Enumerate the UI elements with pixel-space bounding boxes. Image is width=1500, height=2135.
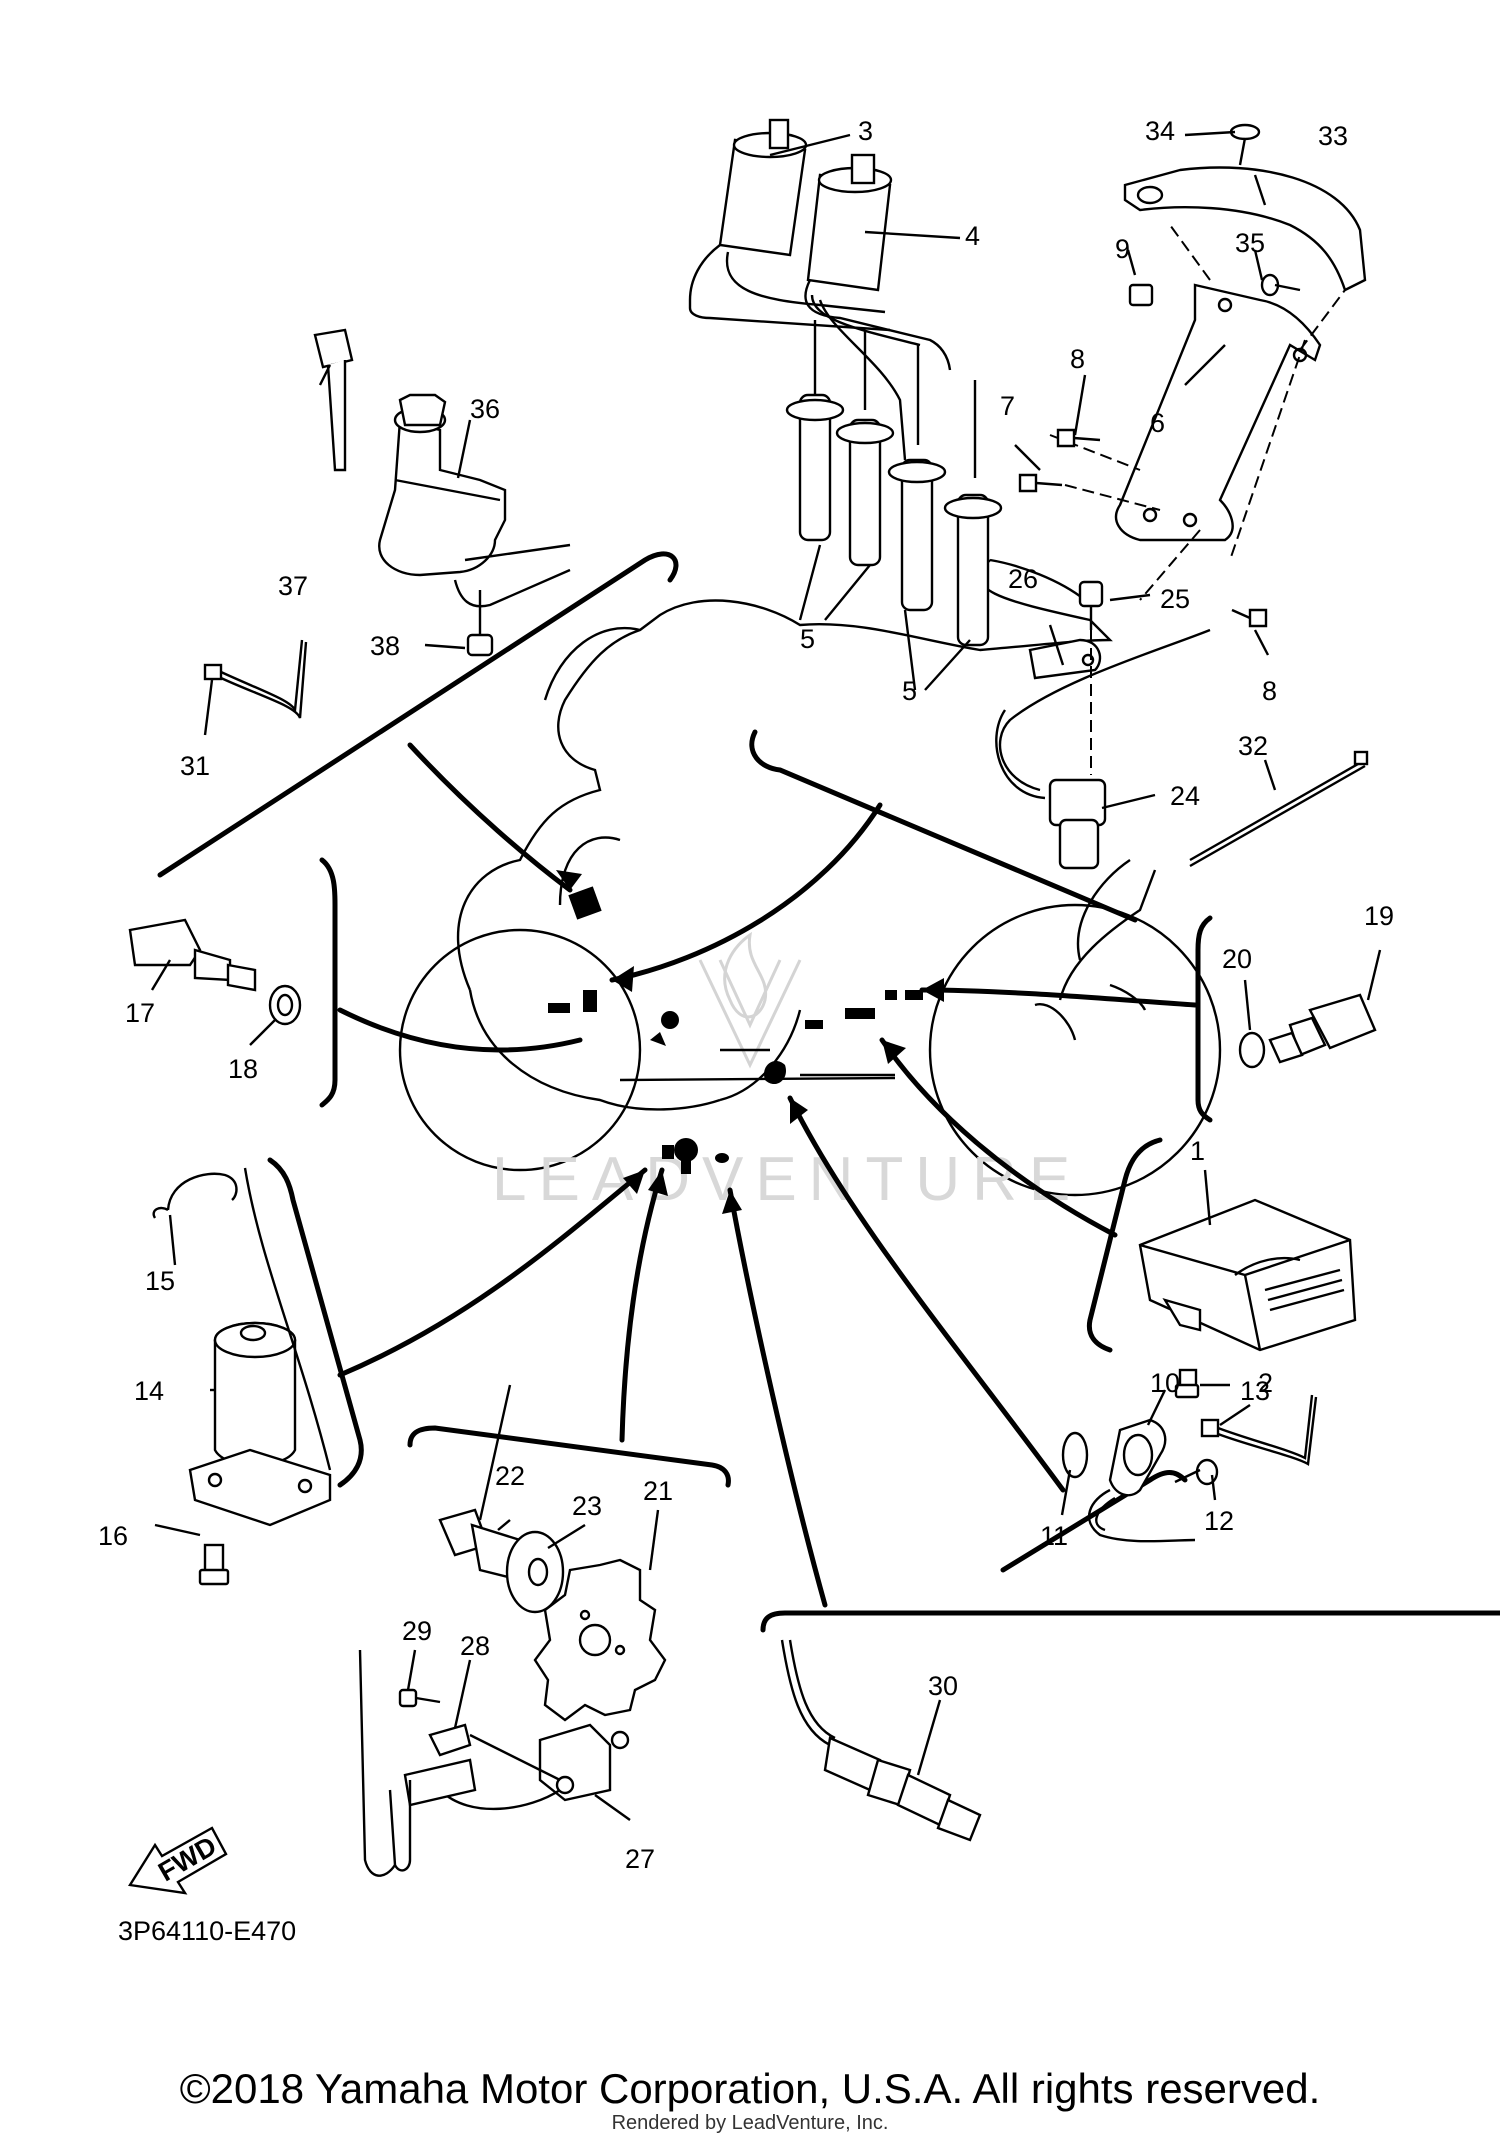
callout-6: 6 [1150,408,1165,438]
watermark-text: LEADVENTURE [492,1145,1082,1214]
callout-31: 31 [180,751,210,781]
callout-27: 27 [625,1844,655,1874]
callout-7: 7 [1000,391,1015,421]
main-switch-36 [378,393,571,608]
sensor-10 [1088,1418,1196,1543]
callout-38: 38 [370,631,400,661]
callout-8b: 8 [1262,676,1277,706]
fwd-arrow-icon: FWD [128,1826,228,1895]
callout-14: 14 [134,1376,164,1406]
hose-14 [243,1167,332,1471]
rendered-by-notice: Rendered by LeadVenture, Inc. [611,2112,889,2134]
callout-9: 9 [1115,234,1130,264]
bolt-38 [466,590,494,657]
callout-30: 30 [928,1671,958,1701]
bracket-6 [1049,224,1346,601]
ignition-coil-3 [688,118,891,332]
screw-29 [398,1688,441,1708]
callout-20: 20 [1222,944,1252,974]
bolt-25 [1078,580,1104,775]
cable-tie-31 [203,639,308,719]
callout-labels: 1 2 3 4 5 5 6 7 8 8 9 10 11 12 13 14 15 … [98,116,1394,1874]
diagram-code: 3P64110-E470 [118,1916,296,1946]
callout-33: 33 [1318,121,1348,151]
group-brackets [157,551,1500,1633]
collar-9 [1128,283,1154,307]
callout-17: 17 [125,998,155,1028]
sensor-27 [358,1649,630,1877]
callout-26: 26 [1008,564,1038,594]
callout-34: 34 [1145,116,1175,146]
callout-25: 25 [1160,584,1190,614]
bolt-12 [1174,1458,1219,1486]
callout-13: 13 [1240,1376,1270,1406]
sensor-24 [995,628,1211,870]
callout-leaders [150,130,1382,1821]
callout-8a: 8 [1070,344,1085,374]
ecu-1 [1138,1198,1357,1352]
sensor-17 [128,918,257,992]
callout-12: 12 [1204,1506,1234,1536]
screw-35 [1260,273,1301,297]
cable-tie-32 [1189,750,1369,868]
gasket-18 [268,984,302,1026]
callout-28: 28 [460,1631,490,1661]
sensor-19 [1268,993,1377,1064]
watermark-logo: LEADVENTURE [492,931,1082,1214]
callout-19: 19 [1364,901,1394,931]
callout-21: 21 [643,1476,673,1506]
callout-16: 16 [98,1521,128,1551]
screw-34 [1229,123,1261,166]
bolt-2 [1174,1368,1200,1399]
callout-1: 1 [1190,1136,1205,1166]
callout-11: 11 [1040,1521,1068,1551]
motorcycle-outline [398,558,1222,1197]
callout-4: 4 [965,221,980,251]
callout-15: 15 [145,1266,175,1296]
o2-sensor-30 [780,1639,982,1842]
copyright-notice: ©2018 Yamaha Motor Corporation, U.S.A. A… [179,2065,1321,2112]
cable-tie-13 [1200,1394,1318,1466]
washer-23 [505,1530,565,1614]
bolt-16 [198,1543,230,1586]
callout-5b: 5 [902,676,917,706]
callout-29: 29 [402,1616,432,1646]
callout-10: 10 [1150,1368,1180,1398]
rotor-21 [533,1558,667,1722]
callout-22: 22 [495,1461,525,1491]
spark-plug-caps-5 [785,320,1003,647]
callout-23: 23 [572,1491,602,1521]
callout-35: 35 [1235,228,1265,258]
servo-14 [188,1321,332,1527]
callout-37: 37 [278,571,308,601]
o-ring-11 [1061,1431,1089,1479]
leader-lines [337,742,1198,1608]
ignition-coil-4 [804,153,952,461]
cover-33 [1123,166,1367,292]
callout-3: 3 [858,116,873,146]
fwd-label: FWD [153,1831,221,1888]
washer-20 [1238,1031,1266,1069]
callout-2: 2 [1258,1368,1273,1398]
terminal-28 [428,1723,472,1757]
callout-36: 36 [470,394,500,424]
callout-32: 32 [1238,731,1268,761]
callout-18: 18 [228,1054,258,1084]
key-37 [313,328,354,472]
callout-5a: 5 [800,624,815,654]
callout-24: 24 [1170,781,1200,811]
clip-15 [152,1172,238,1219]
clamp-26 [1028,638,1102,680]
bike-detail-marks [548,886,923,1174]
bolts-7-8 [1018,428,1268,628]
